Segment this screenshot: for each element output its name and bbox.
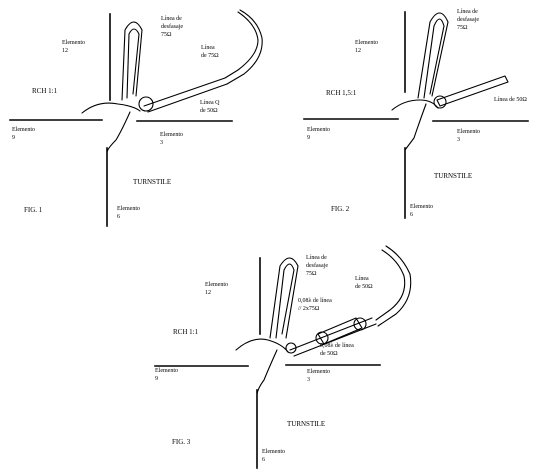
feed-cable xyxy=(81,102,141,153)
elem3-label-b: 3 xyxy=(160,140,163,146)
figure-3: Elemento 12 RCH 1:1 Elemento 9 Elemento … xyxy=(154,245,412,469)
feed-cable xyxy=(235,338,289,395)
elem12-label-b: 12 xyxy=(62,48,68,54)
junction-point xyxy=(433,95,447,109)
elem6-label-b: 6 xyxy=(262,457,265,463)
stub-top-label-b: // 2x75Ω xyxy=(298,306,320,312)
elem6-label-a: Elemento xyxy=(410,204,433,210)
turnstile-label: TURNSTILE xyxy=(133,178,171,186)
elem9-label-b: 9 xyxy=(155,376,158,382)
figure-2: Elemento 12 RCH 1,5:1 Elemento 9 Element… xyxy=(303,9,529,219)
elem12-label-b: 12 xyxy=(355,48,361,54)
feed-cable xyxy=(391,99,439,151)
stub-bottom-label-b: de 50Ω xyxy=(320,351,338,357)
stub-bottom-label-a: 0,08λ de línea xyxy=(320,343,354,349)
elem9-label-b: 9 xyxy=(12,135,15,141)
stub-top-label-a: 0,08λ de línea xyxy=(298,298,332,304)
line-a-label-a: Línea xyxy=(201,45,215,51)
elem9-label-b: 9 xyxy=(307,135,310,141)
elem6-label-b: 6 xyxy=(410,212,413,218)
elem3-label-b: 3 xyxy=(307,377,310,383)
line-50-segment xyxy=(436,75,509,107)
line-c-label-b: de 50Ω xyxy=(355,284,373,290)
elem3-label-a: Elemento xyxy=(307,369,330,375)
line-50-cable xyxy=(375,245,412,327)
elem12-label-a: Elemento xyxy=(62,40,85,46)
stub-joint-right xyxy=(353,317,367,331)
phase-line-label-a: Línea de xyxy=(306,255,327,261)
elem12-label-b: 12 xyxy=(205,290,211,296)
line-b-label: Línea de 50Ω xyxy=(494,97,527,103)
line-q-label-a: Línea Q xyxy=(200,100,220,106)
elem3-label-b: 3 xyxy=(457,137,460,143)
figure-caption: FIG. 3 xyxy=(172,438,191,446)
phase-line-label-a: Línea de xyxy=(457,9,478,15)
figure-caption: FIG. 1 xyxy=(24,206,43,214)
elem6-label-a: Elemento xyxy=(117,206,140,212)
phase-line-label-b: desfasaje xyxy=(161,23,183,30)
elem12-label-a: Elemento xyxy=(355,40,378,46)
phase-line-label-b: desfasaje xyxy=(457,16,479,23)
phase-line-loop xyxy=(269,257,299,339)
line-a-label-b: de 75Ω xyxy=(201,53,219,59)
turnstile-label: TURNSTILE xyxy=(287,420,325,428)
elem3-label-a: Elemento xyxy=(160,132,183,138)
line-q-label-b: de 50Ω xyxy=(200,108,218,114)
turnstile-label: TURNSTILE xyxy=(434,172,472,180)
elem6-label-b: 6 xyxy=(117,214,120,220)
phase-line-label-c: 75Ω xyxy=(457,25,468,31)
elem9-label-a: Elemento xyxy=(12,127,35,133)
elem9-label-a: Elemento xyxy=(307,127,330,133)
phase-line-label-c: 75Ω xyxy=(306,271,317,277)
junction-point xyxy=(285,342,297,354)
phase-line-loop xyxy=(417,12,449,99)
stub-segment xyxy=(317,317,363,345)
elem6-label-a: Elemento xyxy=(262,449,285,455)
junction-point xyxy=(138,96,154,112)
line-c-label-a: Línea xyxy=(355,276,369,282)
elem12-label-a: Elemento xyxy=(205,282,228,288)
phase-line-label-c: 75Ω xyxy=(161,32,172,38)
phase-line-loop xyxy=(121,21,143,101)
figure-caption: FIG. 2 xyxy=(331,205,350,213)
line-q xyxy=(143,77,228,113)
elem9-label-a: Elemento xyxy=(155,368,178,374)
ratio-label: RCH 1,5:1 xyxy=(326,89,357,97)
figure-1: Elemento 12 RCH 1:1 Elemento 9 Elemento … xyxy=(9,9,263,227)
phase-line-label-a: Línea de xyxy=(161,16,182,22)
line-75-cable xyxy=(224,9,263,85)
ratio-label: RCH 1:1 xyxy=(173,328,199,336)
elem3-label-a: Elemento xyxy=(457,129,480,135)
stub-joint-left xyxy=(315,331,329,345)
phase-line-label-b: desfasaje xyxy=(306,262,328,269)
ratio-label: RCH 1:1 xyxy=(32,87,58,95)
